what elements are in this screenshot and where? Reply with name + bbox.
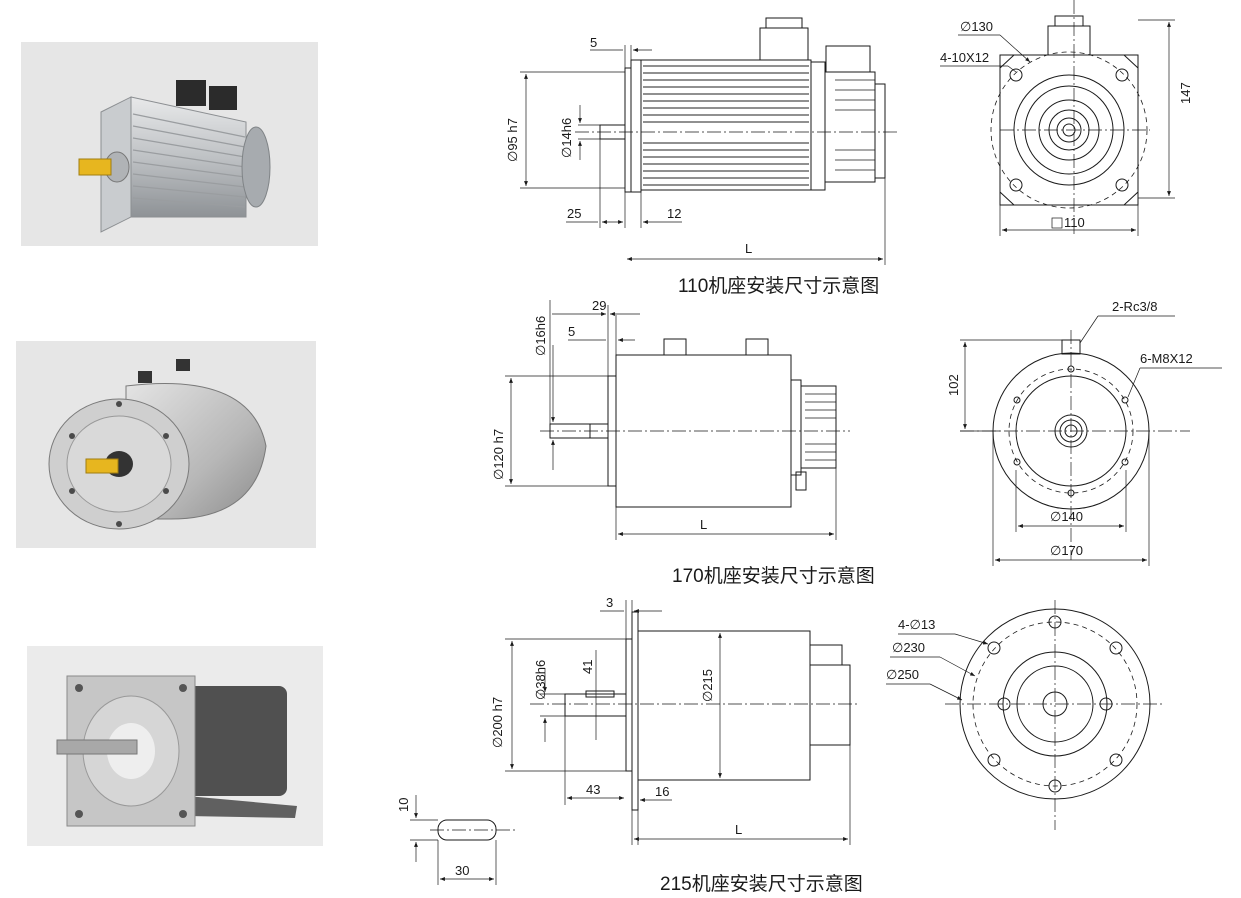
dim-215-flange-width: 16 [655, 784, 669, 799]
dim-110-holes: 4-10X12 [940, 50, 989, 65]
dim-110-shaft-length: 25 [567, 206, 581, 221]
drawing-215-end [886, 600, 1165, 830]
caption-170: 170机座安装尺寸示意图 [672, 565, 875, 587]
dim-215-flange-thickness: 3 [606, 595, 613, 610]
dim-170-spigot-dia: ∅120 h7 [491, 429, 506, 480]
dim-110-height: 147 [1178, 82, 1193, 104]
dim-215-key-height: 41 [580, 660, 595, 674]
dim-110-flange-thickness: 5 [590, 35, 597, 50]
drawing-110-end [940, 0, 1175, 236]
dim-215-shaft-length: 43 [586, 782, 600, 797]
dim-170-holes: 6-M8X12 [1140, 351, 1193, 366]
motor-photo-110 [21, 42, 318, 246]
drawing-215-side [410, 600, 860, 885]
dim-170-port: 2-Rc3/8 [1112, 299, 1158, 314]
dim-170-shaft-dia: ∅16h6 [533, 316, 548, 356]
dim-215-key-width: 10 [396, 798, 411, 812]
dim-215-body-dia: ∅215 [700, 669, 715, 702]
motor-photo-215 [27, 646, 323, 846]
dim-215-overall-length: L [735, 822, 742, 837]
dim-215-shaft-dia: ∅38h6 [533, 660, 548, 700]
dim-215-holes: 4-∅13 [898, 617, 935, 632]
drawing-170-side [505, 300, 850, 540]
drawing-110-side [520, 17, 900, 265]
caption-110: 110机座安装尺寸示意图 [678, 275, 879, 297]
dim-110-overall-length: L [745, 241, 752, 256]
dim-170-flange-thickness: 5 [568, 324, 575, 339]
dim-110-spigot-length: 12 [667, 206, 681, 221]
dim-110-pcd: ∅130 [960, 19, 993, 34]
dim-170-overall-length: L [700, 517, 707, 532]
dim-215-outer-dia: ∅250 [886, 667, 919, 682]
dim-110-spigot-dia: ∅95 h7 [505, 118, 520, 162]
dim-215-pcd: ∅230 [892, 640, 925, 655]
dim-170-pcd: ∅140 [1050, 509, 1083, 524]
dim-170-outer-dia: ∅170 [1050, 543, 1083, 558]
dim-110-square: 110 [1064, 215, 1085, 230]
dim-110-shaft-dia: ∅14h6 [559, 118, 574, 158]
motor-photo-170 [16, 341, 316, 548]
dim-215-spigot-dia: ∅200 h7 [490, 697, 505, 748]
dim-170-height: 102 [946, 374, 961, 396]
drawing-170-end [960, 315, 1222, 566]
dim-215-key-length: 30 [455, 863, 469, 878]
dim-170-shaft-length: 29 [592, 298, 606, 313]
caption-215: 215机座安装尺寸示意图 [660, 873, 863, 895]
